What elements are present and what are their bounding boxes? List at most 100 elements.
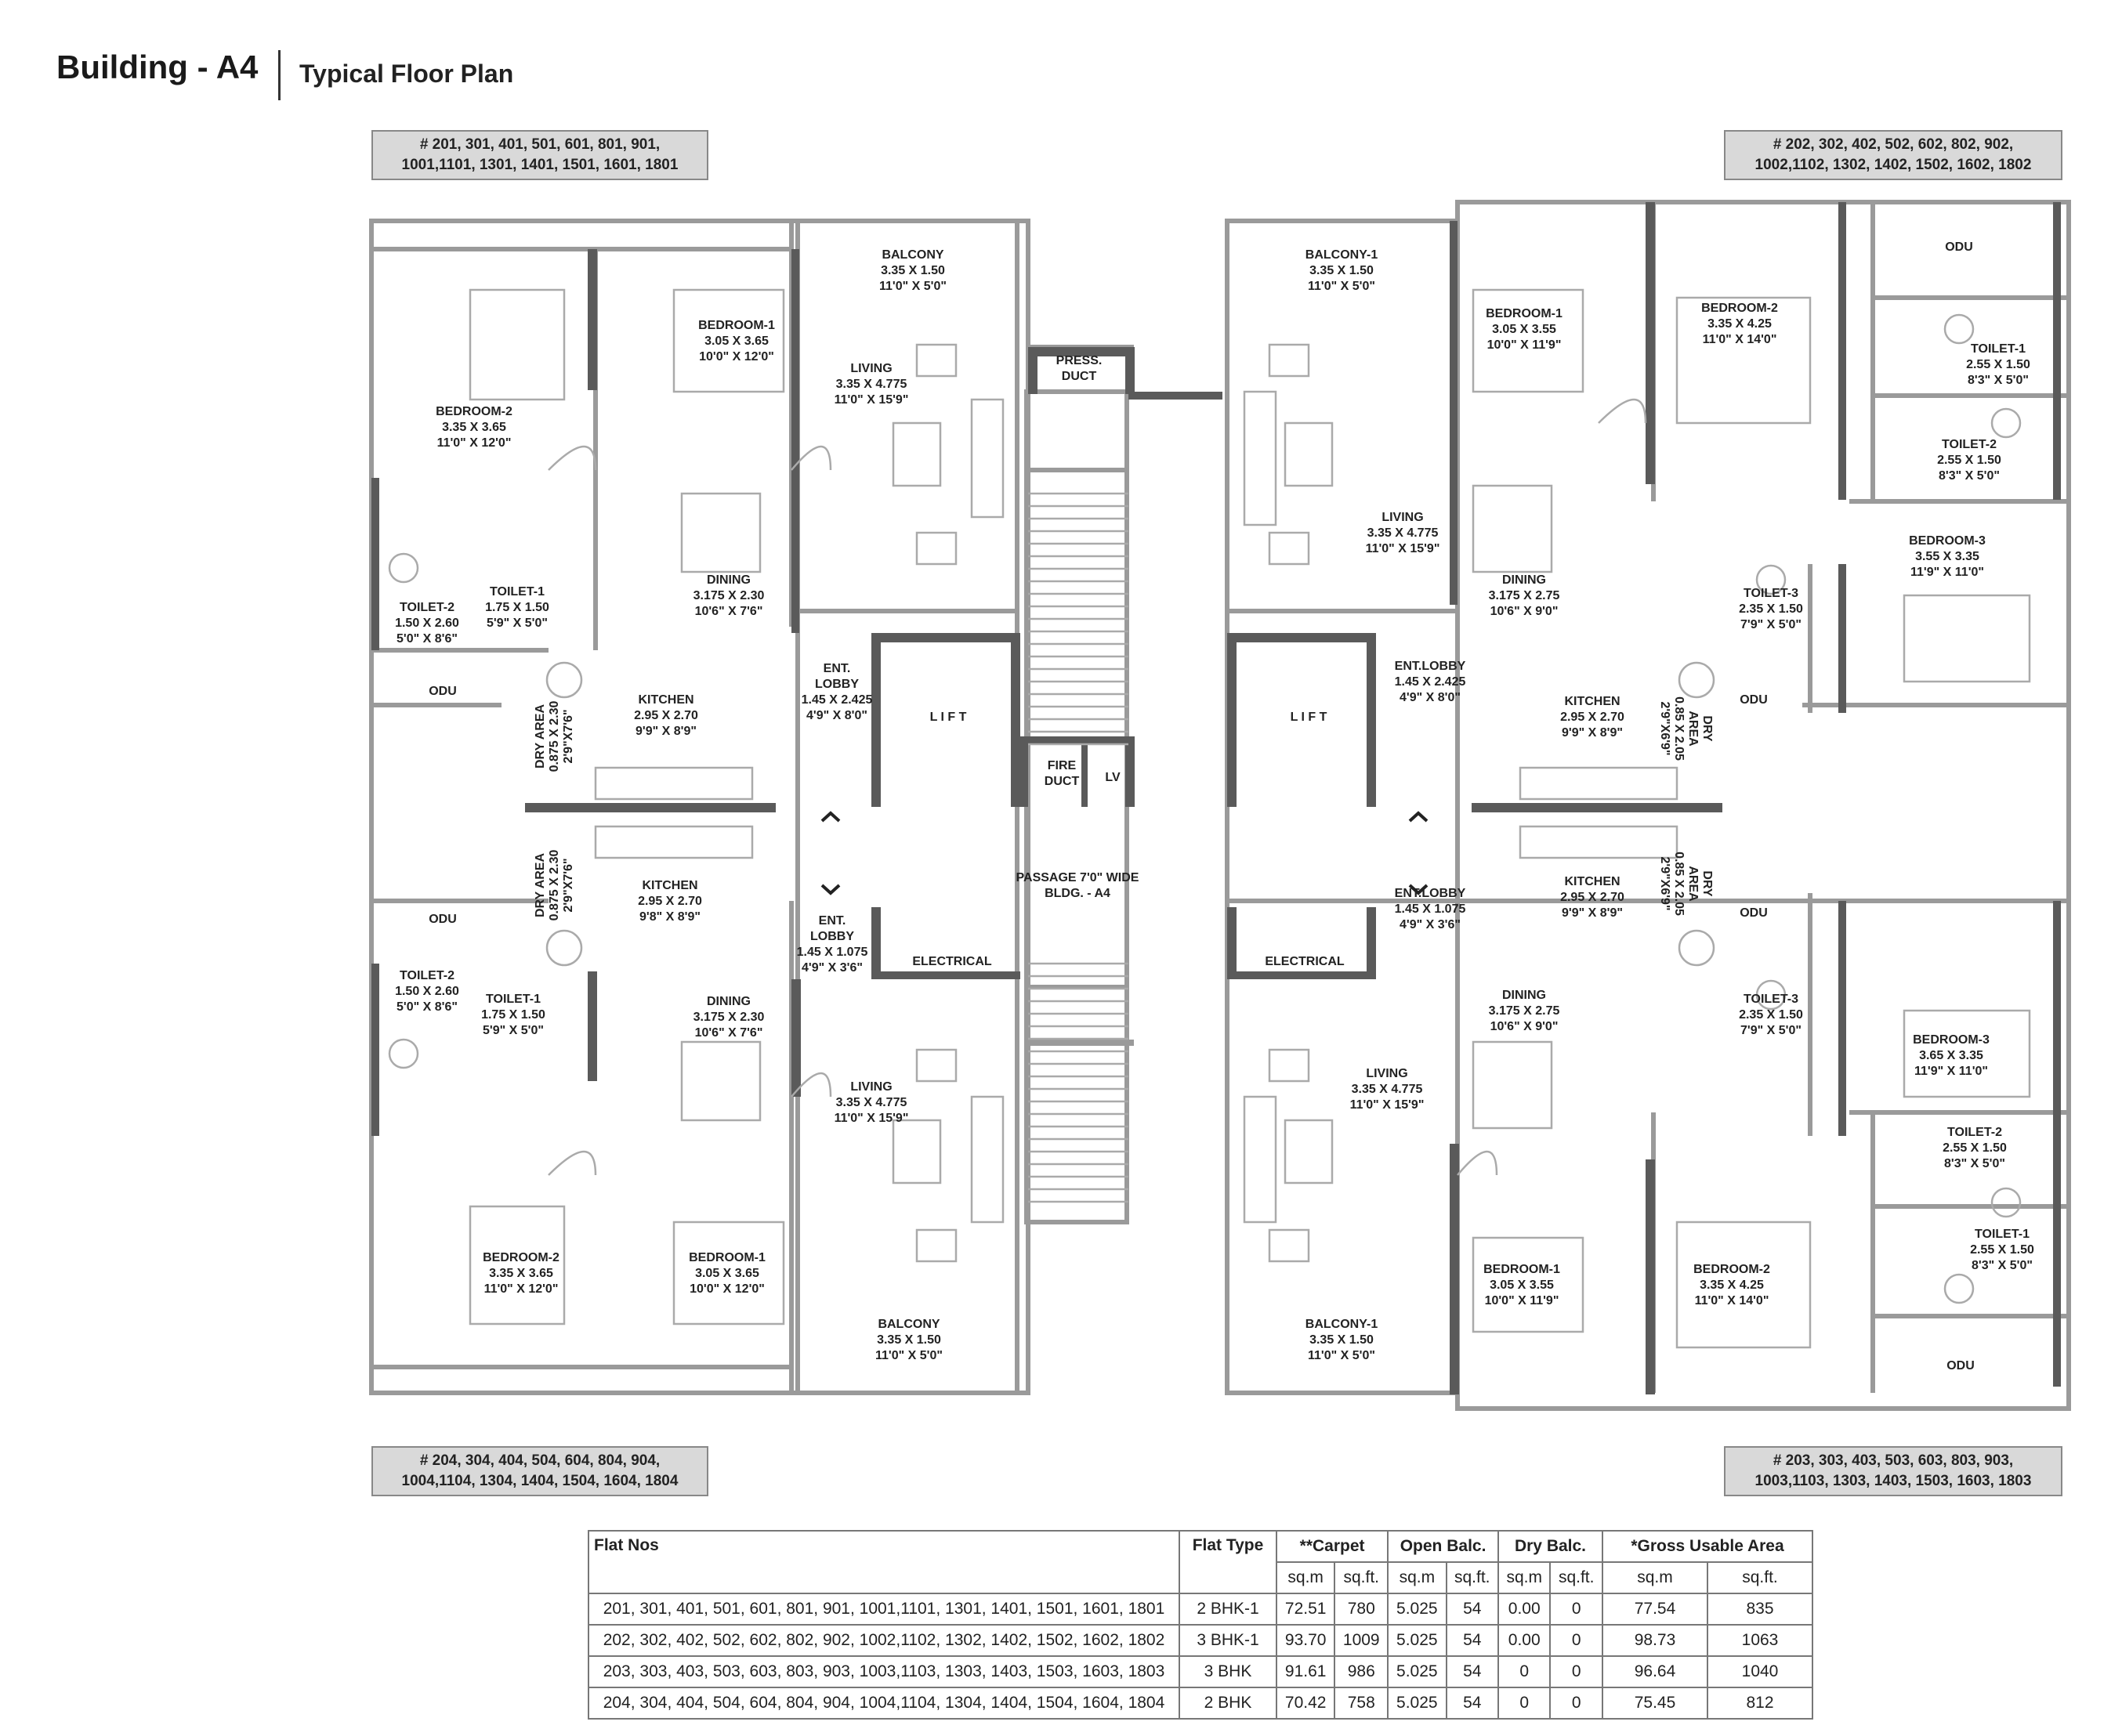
room-label-tr-living: LIVING 3.35 X 4.775 11'0" X 15'9" xyxy=(1366,511,1440,555)
structural-wall xyxy=(371,478,379,650)
structural-wall xyxy=(1838,202,1846,500)
title-divider xyxy=(278,50,281,100)
room-label-line: TOILET-1 xyxy=(490,585,545,599)
wall-outline xyxy=(1026,1040,1134,1046)
room-label-line: 4'9" X 8'0" xyxy=(1400,691,1461,704)
room-label-line: ODU xyxy=(1945,241,1973,254)
cell-type: 3 BHK-1 xyxy=(1179,1624,1277,1657)
room-label-line: 3.35 X 4.775 xyxy=(1367,526,1439,540)
structural-wall xyxy=(1227,907,1237,978)
page-title: Building - A4 xyxy=(56,49,259,85)
fixture xyxy=(1755,979,1787,1011)
room-label-line: LOBBY xyxy=(815,678,859,691)
room-label-line: 2.55 X 1.50 xyxy=(1970,1243,2034,1257)
structural-wall xyxy=(525,803,776,812)
room-label-line: BALCONY-1 xyxy=(1305,1318,1378,1331)
room-label-line: 3.35 X 3.65 xyxy=(489,1267,553,1280)
structural-wall xyxy=(588,971,597,1081)
cell-dry-sqm: 0 xyxy=(1497,1687,1552,1720)
furniture xyxy=(892,421,942,487)
tag-line: 1001,1101, 1301, 1401, 1501, 1601, 1801 xyxy=(401,157,679,173)
dry-area-line: 0.85 X 2.05 xyxy=(1672,852,1686,916)
structural-wall xyxy=(1227,971,1376,979)
room-label-line: BALCONY xyxy=(878,1318,940,1331)
room-label-line: 10'6" X 9'0" xyxy=(1490,605,1559,618)
room-label-line: ODU xyxy=(1740,693,1768,707)
dry-area-line: DRY xyxy=(1700,715,1714,742)
dry-area-line: 2'9"X6'9" xyxy=(1658,701,1671,755)
room-label-line: LIVING xyxy=(1381,511,1423,524)
cell-gross-sqft: 1040 xyxy=(1707,1655,1813,1688)
room-label-line: BLDG. - A4 xyxy=(1045,887,1110,900)
room-label-line: TOILET-1 xyxy=(486,993,541,1006)
room-label-line: 11'9" X 11'0" xyxy=(1910,566,1984,579)
cell-type: 2 BHK xyxy=(1179,1687,1277,1720)
structural-wall xyxy=(1028,736,1127,744)
cell-open-sqm: 5.025 xyxy=(1387,1593,1447,1626)
room-label-line: BEDROOM-2 xyxy=(1693,1263,1770,1276)
room-label-line: 2.95 X 2.70 xyxy=(1560,891,1624,904)
furniture xyxy=(1243,390,1277,526)
room-label-line: L I F T xyxy=(1291,711,1327,724)
structural-wall xyxy=(1472,803,1722,812)
dry-area-line: 0.875 X 2.30 xyxy=(548,701,561,772)
dry-area-line: 0.85 X 2.05 xyxy=(1672,696,1686,761)
room-label-line: 8'3" X 5'0" xyxy=(1944,1157,2005,1170)
cell-open-sqm: 5.025 xyxy=(1387,1687,1447,1720)
col-dry-balc: Dry Balc. xyxy=(1497,1530,1604,1563)
room-label-line: ENT. xyxy=(824,662,851,675)
room-label-line: ODU xyxy=(429,913,457,926)
room-label-line: ODU xyxy=(1740,906,1768,920)
furniture xyxy=(1675,1221,1812,1349)
furniture xyxy=(1903,594,2031,683)
room-label-line: 4'9" X 3'6" xyxy=(1400,918,1461,931)
tag-line: 1004,1104, 1304, 1404, 1504, 1604, 1804 xyxy=(401,1473,679,1489)
cell-gross-sqm: 96.64 xyxy=(1602,1655,1708,1688)
room-label-line: 2.95 X 2.70 xyxy=(1560,711,1624,724)
room-label-line: 5'0" X 8'6" xyxy=(397,1000,458,1014)
room-label-line: 11'0" X 15'9" xyxy=(1366,542,1440,555)
room-label-line: BEDROOM-2 xyxy=(436,405,512,418)
cell-dry-sqft: 0 xyxy=(1549,1687,1603,1720)
room-label-line: TOILET-3 xyxy=(1744,587,1798,600)
cell-flats: 202, 302, 402, 502, 602, 802, 902, 1002,… xyxy=(588,1624,1180,1657)
room-label-line: 3.05 X 3.65 xyxy=(704,335,769,348)
dry-area-line: DRY AREA xyxy=(534,704,547,769)
cell-dry-sqm: 0 xyxy=(1497,1655,1552,1688)
room-label-line: 8'3" X 5'0" xyxy=(1968,374,2029,387)
room-label-line: 9'8" X 8'9" xyxy=(639,910,701,924)
entry-arrow-icon xyxy=(820,884,841,895)
room-label-line: DUCT xyxy=(1062,370,1097,383)
room-label-lv: LV xyxy=(1105,771,1121,784)
room-label-line: 3.175 X 2.75 xyxy=(1489,589,1560,602)
room-label-line: LIVING xyxy=(850,362,892,375)
room-label-line: DINING xyxy=(1502,573,1546,587)
furniture xyxy=(680,1040,762,1122)
cell-gross-sqm: 98.73 xyxy=(1602,1624,1708,1657)
room-label-line: BEDROOM-3 xyxy=(1909,534,1986,548)
table-row: 203, 303, 403, 503, 603, 803, 903, 1003,… xyxy=(588,1655,1813,1688)
fixture xyxy=(388,552,419,584)
structural-wall xyxy=(1450,1144,1459,1394)
dry-area-label: DRYAREA0.85 X 2.052'9"X6'9" xyxy=(1658,852,1714,916)
room-label-electrical-left: ELECTRICAL xyxy=(912,955,992,968)
room-label-line: 11'0" X 15'9" xyxy=(835,393,909,407)
fixture xyxy=(1990,407,2022,439)
fixture xyxy=(1943,313,1975,345)
cell-carpet-sqm: 91.61 xyxy=(1275,1655,1336,1688)
tag-line: # 204, 304, 404, 504, 604, 804, 904, xyxy=(419,1452,661,1469)
dry-area-line: DRY xyxy=(1700,870,1714,897)
unit-sqm: sq.m xyxy=(1387,1561,1447,1594)
structural-wall xyxy=(1838,564,1846,713)
furniture xyxy=(469,288,566,401)
